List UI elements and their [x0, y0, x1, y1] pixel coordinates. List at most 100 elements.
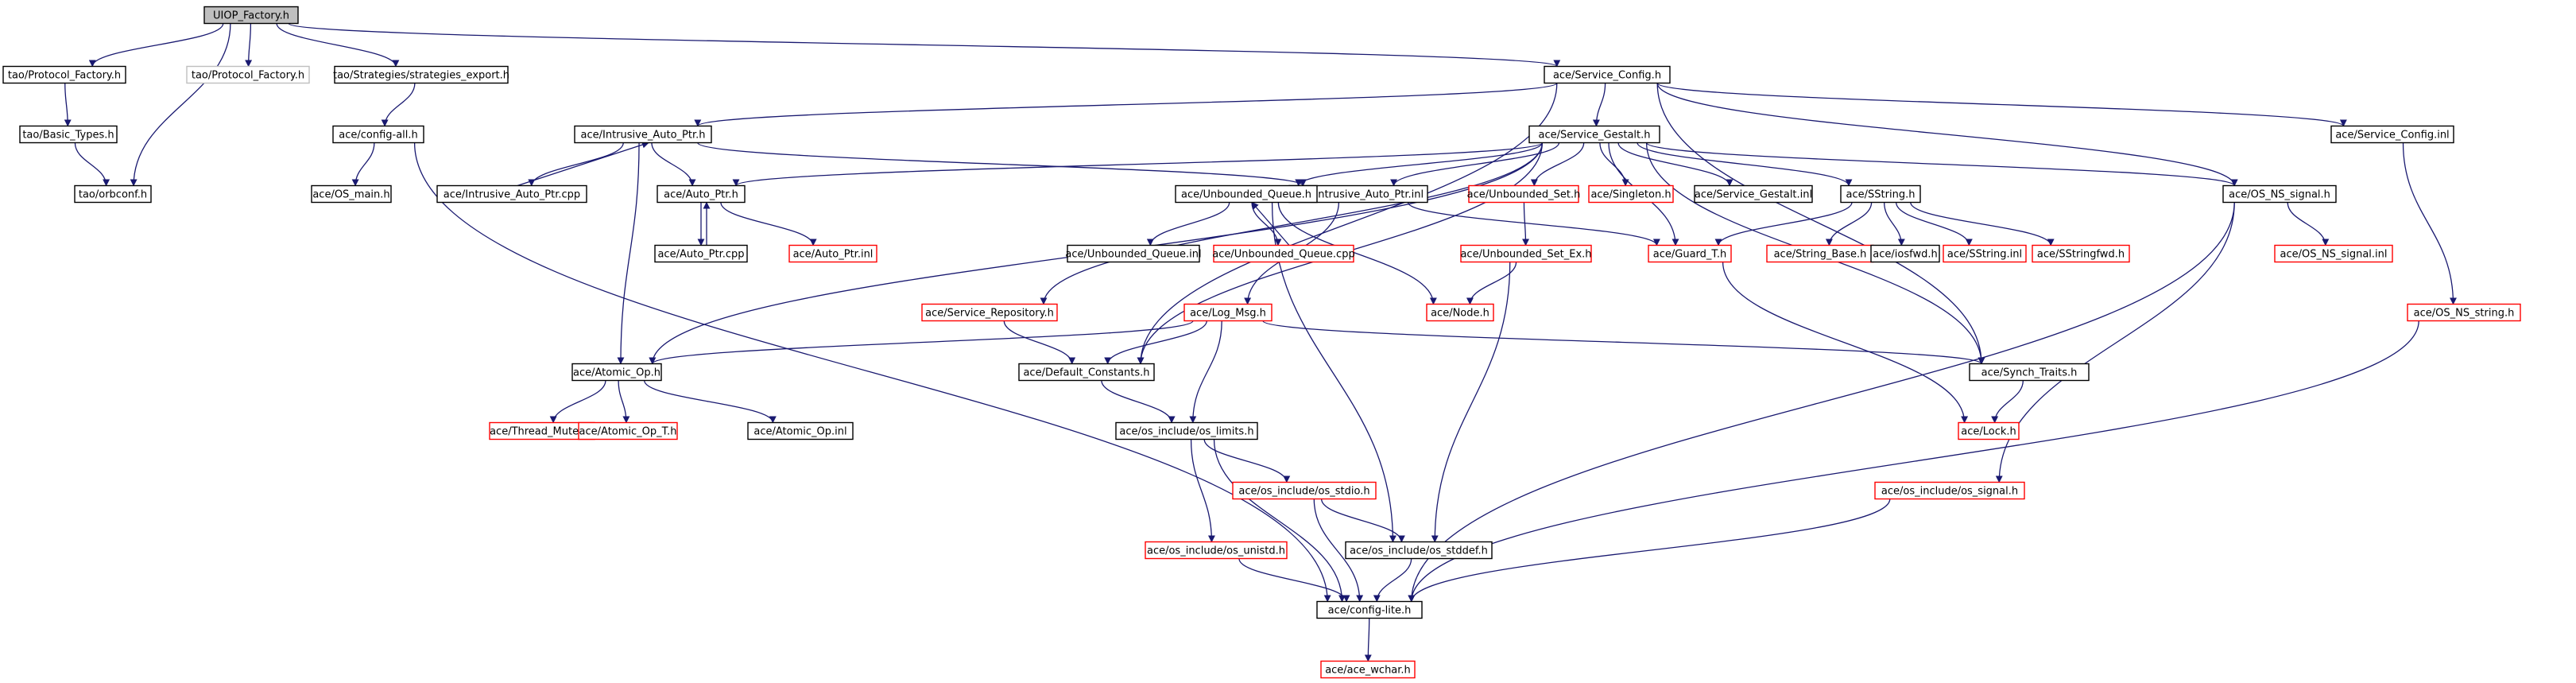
- file-node-n17[interactable]: ace/Service_Gestalt.inl: [1694, 184, 1813, 204]
- file-node-label: tao/Protocol_Factory.h: [192, 70, 304, 82]
- file-node-box: [1175, 184, 1318, 204]
- file-node-n6[interactable]: tao/orbconf.h: [74, 184, 152, 204]
- file-node-label: ace/Thread_Mutex.h: [490, 426, 595, 438]
- file-node-n27[interactable]: ace/String_Base.h: [1766, 244, 1874, 263]
- edge-arrow: [413, 142, 1331, 603]
- edge-n4-to-n19: [1656, 83, 2238, 187]
- file-node-n12[interactable]: ace/Intrusive_Auto_Ptr.cpp: [436, 184, 587, 204]
- file-node-box: [2222, 184, 2337, 204]
- edge-n34-to-n42: [1189, 320, 1222, 424]
- file-node-box: [2330, 125, 2454, 144]
- file-node-n22[interactable]: ace/Auto_Ptr.inl: [788, 244, 877, 263]
- file-node-label: ace/Lock.h: [1961, 426, 2016, 438]
- file-node-n49[interactable]: ace/ace_wchar.h: [1320, 660, 1416, 679]
- file-node-label: ace/Synch_Traits.h: [1981, 367, 2078, 379]
- edge-arrow: [64, 83, 72, 127]
- edge-n9-to-n12: [528, 142, 624, 187]
- file-node-n30[interactable]: ace/SStringfwd.h: [2032, 244, 2130, 263]
- edge-arrow: [1390, 142, 1560, 187]
- file-node-n40[interactable]: ace/Atomic_Op_T.h: [578, 421, 678, 440]
- file-node-n5[interactable]: tao/Basic_Types.h: [19, 125, 118, 144]
- file-node-label: ace/Auto_Ptr.cpp: [657, 249, 744, 261]
- edge-n3-to-n7: [381, 83, 416, 127]
- file-node-label: tao/Strategies/strategies_export.h: [333, 70, 509, 82]
- file-node-n18[interactable]: ace/SString.h: [1840, 184, 1921, 204]
- file-node-n14[interactable]: ace/Intrusive_Auto_Ptr.inl: [1288, 184, 1428, 204]
- edge-arrow: [1251, 201, 1290, 246]
- file-node-label: ace/config-all.h: [339, 130, 418, 142]
- edge-arrow: [1213, 439, 1346, 603]
- file-node-n44[interactable]: ace/os_include/os_stdio.h: [1232, 481, 1377, 500]
- file-node-n32[interactable]: ace/OS_NS_string.h: [2407, 303, 2521, 322]
- file-node-n33[interactable]: ace/Service_Repository.h: [921, 303, 1058, 322]
- file-node-n45[interactable]: ace/os_include/os_signal.h: [1874, 481, 2025, 500]
- edge-arrow: [1189, 320, 1222, 424]
- file-node-box: [1067, 244, 1200, 263]
- file-node-n3[interactable]: tao/Strategies/strategies_export.h: [333, 65, 509, 84]
- file-node-n7[interactable]: ace/config-all.h: [332, 125, 424, 144]
- file-node-n4[interactable]: ace/Service_Config.h: [1544, 65, 1671, 84]
- file-node-box: [654, 244, 748, 263]
- edge-arrow: [1722, 262, 1969, 424]
- file-node-box: [332, 125, 424, 144]
- edge-layer: [64, 22, 2457, 662]
- file-node-n37[interactable]: ace/Default_Constants.h: [1018, 363, 1155, 382]
- file-node-n1[interactable]: tao/Protocol_Factory.h: [2, 65, 126, 84]
- file-node-n20[interactable]: ace/Unbounded_Queue.h: [1175, 184, 1318, 204]
- file-node-n8[interactable]: ace/OS_main.h: [311, 184, 392, 204]
- file-node-n38[interactable]: ace/Synch_Traits.h: [1969, 363, 2090, 382]
- file-node-label: ace/SString.inl: [1947, 249, 2022, 261]
- file-node-label: ace/config-lite.h: [1328, 605, 1412, 617]
- file-node-n46[interactable]: ace/os_include/os_unistd.h: [1145, 541, 1288, 560]
- file-node-label: ace/os_include/os_signal.h: [1881, 486, 2018, 498]
- edge-arrow: [732, 142, 1544, 187]
- file-node-n41[interactable]: ace/Atomic_Op.inl: [747, 421, 854, 440]
- file-node-label: ace/Unbounded_Set.h: [1467, 189, 1581, 201]
- edge-n33-to-n37: [1003, 320, 1076, 365]
- edge-arrow: [1714, 202, 1853, 246]
- file-node-label: ace/Service_Gestalt.inl: [1695, 189, 1812, 201]
- edge-arrow: [644, 380, 777, 424]
- file-node-n31[interactable]: ace/OS_NS_signal.inl: [2274, 244, 2393, 263]
- file-node-n24[interactable]: ace/Unbounded_Queue.cpp: [1212, 244, 1355, 263]
- file-node-n34[interactable]: ace/Log_Msg.h: [1183, 303, 1273, 322]
- edge-n32-to-n48: [1408, 320, 2419, 603]
- edge-n19-to-n45: [1995, 202, 2235, 483]
- edge-n20-to-n35: [1277, 202, 1437, 305]
- file-node-n26[interactable]: ace/Guard_T.h: [1648, 244, 1732, 263]
- file-node-label: ace/Singleton.h: [1590, 189, 1671, 201]
- edge-n11-to-n32: [2402, 142, 2457, 305]
- edge-n0-to-n1: [88, 23, 224, 68]
- file-node-n36[interactable]: ace/Atomic_Op.h: [571, 363, 662, 382]
- file-node-n35[interactable]: ace/Node.h: [1426, 303, 1494, 322]
- file-node-n47[interactable]: ace/os_include/os_stddef.h: [1345, 541, 1493, 560]
- file-node-n48[interactable]: ace/config-lite.h: [1316, 600, 1423, 619]
- file-node-n39[interactable]: ace/Thread_Mutex.h: [489, 421, 595, 440]
- edge-n9-to-n14: [697, 142, 1307, 187]
- file-node-n11[interactable]: ace/Service_Config.inl: [2330, 125, 2454, 144]
- edge-arrow: [549, 380, 606, 424]
- file-node-n9[interactable]: ace/Intrusive_Auto_Ptr.h: [574, 125, 712, 144]
- file-node-n21[interactable]: ace/Auto_Ptr.cpp: [654, 244, 748, 263]
- file-node-n43[interactable]: ace/Lock.h: [1958, 421, 2020, 440]
- file-node-label: ace/Default_Constants.h: [1023, 367, 1149, 379]
- edge-n48-to-n49: [1364, 618, 1372, 662]
- file-node-label: ace/os_include/os_limits.h: [1119, 426, 1253, 438]
- file-node-n2[interactable]: tao/Protocol_Factory.h: [186, 65, 310, 84]
- file-node-n15[interactable]: ace/Unbounded_Set.h: [1467, 184, 1581, 204]
- file-node-n42[interactable]: ace/os_include/os_limits.h: [1115, 421, 1258, 440]
- file-node-box: [2, 65, 126, 84]
- file-node-n10[interactable]: ace/Service_Gestalt.h: [1528, 125, 1660, 144]
- edge-arrow: [649, 320, 1194, 365]
- file-node-n19[interactable]: ace/OS_NS_signal.h: [2222, 184, 2337, 204]
- file-node-n25[interactable]: ace/Unbounded_Set_Ex.h: [1460, 244, 1592, 263]
- edge-arrow: [1592, 83, 1606, 127]
- file-node-label: ace/Intrusive_Auto_Ptr.cpp: [444, 189, 580, 201]
- file-node-n23[interactable]: ace/Unbounded_Queue.inl: [1065, 244, 1202, 263]
- file-node-n28[interactable]: ace/iosfwd.h: [1870, 244, 1940, 263]
- edge-n0-to-n3: [276, 23, 400, 68]
- file-node-n29[interactable]: ace/SString.inl: [1943, 244, 2027, 263]
- file-node-n13[interactable]: ace/Auto_Ptr.h: [657, 184, 746, 204]
- file-node-box: [1648, 244, 1732, 263]
- file-node-n16[interactable]: ace/Singleton.h: [1588, 184, 1674, 204]
